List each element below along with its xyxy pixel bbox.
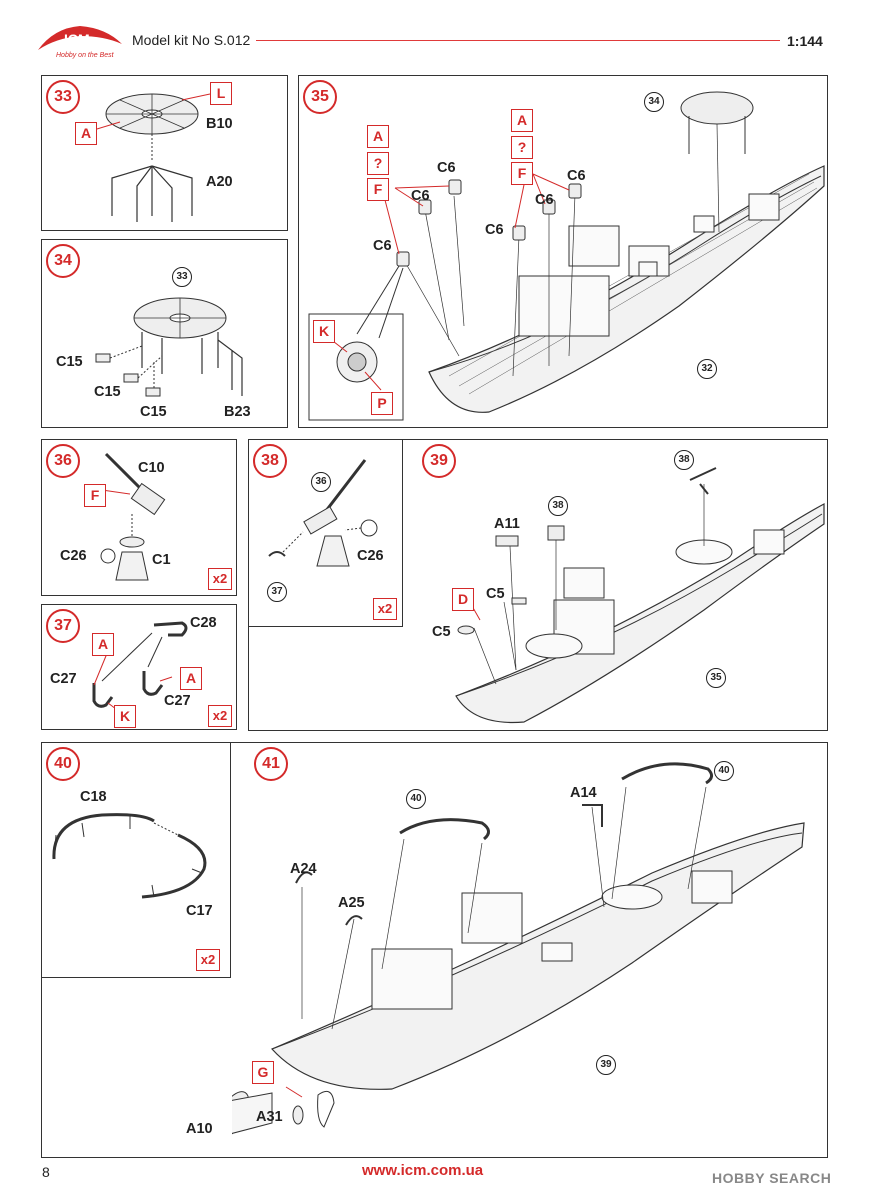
page-number: 8 — [42, 1164, 50, 1180]
ref-step: 36 — [311, 472, 331, 492]
tag-question: ? — [367, 152, 389, 175]
ref-step: 34 — [644, 92, 664, 112]
step-41-content: 41 40 40 39 A14 A24 — [186, 743, 827, 1157]
step-41-panel — [41, 742, 828, 1158]
part-label: A31 — [256, 1109, 283, 1125]
tag-F: F — [511, 162, 533, 185]
part-label: C17 — [186, 903, 213, 919]
step-39-content: 39 38 38 35 A11 D C5 C5 — [404, 440, 827, 730]
part-label: C5 — [432, 624, 451, 640]
step-number: 38 — [253, 444, 287, 478]
part-label: C5 — [486, 586, 505, 602]
part-label: A11 — [494, 516, 520, 532]
hull-with-guns-drawing — [455, 467, 825, 724]
tag-K: K — [313, 320, 335, 343]
tag-A: A — [511, 109, 533, 132]
tag-F: F — [367, 178, 389, 201]
gun-on-cradle-drawing — [268, 459, 378, 567]
tag-A: A — [367, 125, 389, 148]
multiplier-badge: x2 — [208, 568, 232, 590]
part-label: C6 — [485, 222, 504, 238]
step-34-panel: 34 33 C15 C15 C15 B23 — [41, 239, 288, 428]
part-label: C6 — [567, 168, 586, 184]
part-label: A10 — [186, 1121, 213, 1137]
ref-step: 40 — [406, 789, 426, 809]
step-number: 40 — [46, 747, 80, 781]
step-number: 39 — [422, 444, 456, 478]
part-label: C15 — [94, 384, 121, 400]
platform-drawing — [86, 93, 211, 222]
watermark: HOBBY SEARCH — [712, 1170, 832, 1186]
part-label: A14 — [570, 785, 597, 801]
part-label: C10 — [138, 460, 165, 476]
tag-L: L — [210, 82, 232, 105]
step-number: 35 — [303, 80, 337, 114]
part-label: C6 — [535, 192, 554, 208]
part-label: C28 — [190, 615, 217, 631]
step-33-panel: 33 L A B10 A20 — [41, 75, 288, 231]
step-number: 33 — [46, 80, 80, 114]
part-label: B10 — [206, 116, 233, 132]
rail-drawing — [52, 813, 207, 899]
tag-A: A — [75, 122, 97, 145]
gun-drawing — [100, 452, 166, 581]
ref-step: 33 — [172, 267, 192, 287]
ref-step: 40 — [714, 761, 734, 781]
step-number: 37 — [46, 609, 80, 643]
cradle-drawing — [92, 621, 188, 710]
part-label: C27 — [50, 671, 77, 687]
tag-G: G — [252, 1061, 274, 1084]
multiplier-badge: x2 — [373, 598, 397, 620]
icm-logo: ICM Hobby on the Best — [34, 22, 126, 70]
footer-url[interactable]: www.icm.com.ua — [362, 1162, 484, 1179]
part-label: C27 — [164, 693, 191, 709]
part-label: C26 — [357, 548, 384, 564]
platform-assembly-drawing — [95, 297, 243, 397]
header-rule — [256, 40, 780, 41]
ref-step: 35 — [706, 668, 726, 688]
step-number: 36 — [46, 444, 80, 478]
step-35-panel: 35 — [298, 75, 828, 428]
tag-K: K — [114, 705, 136, 728]
ref-step: 37 — [267, 582, 287, 602]
part-label: C26 — [60, 548, 87, 564]
hull-with-rails-drawing — [232, 762, 805, 1139]
part-label: C1 — [152, 552, 171, 568]
part-label: C6 — [411, 188, 430, 204]
part-label: C6 — [437, 160, 456, 176]
step-38-panel: 38 36 37 C26 x2 — [248, 439, 403, 627]
scale-label: 1:144 — [787, 33, 823, 49]
tag-question: ? — [511, 136, 533, 159]
part-label: A24 — [290, 861, 317, 877]
step-36-panel: 36 C10 F C26 C1 x2 — [41, 439, 237, 596]
ref-step: 38 — [548, 496, 568, 516]
part-label: C15 — [56, 354, 83, 370]
step-39-panel-bottom — [248, 626, 828, 731]
step-37-panel: 37 C28 A C27 A C27 K x2 — [41, 604, 237, 730]
tag-D: D — [452, 588, 474, 611]
step-number: 41 — [254, 747, 288, 781]
tag-P: P — [371, 392, 393, 415]
step-number: 34 — [46, 244, 80, 278]
part-label: B23 — [224, 404, 251, 420]
part-label: C15 — [140, 404, 167, 420]
multiplier-badge: x2 — [196, 949, 220, 971]
part-label: C18 — [80, 789, 107, 805]
svg-text:ICM: ICM — [64, 31, 90, 47]
ref-step: 32 — [697, 359, 717, 379]
step-40-panel: 40 C18 C17 x2 — [41, 742, 231, 978]
tag-A: A — [92, 633, 114, 656]
model-kit-number: Model kit No S.012 — [132, 32, 251, 48]
ref-step: 39 — [596, 1055, 616, 1075]
tag-F: F — [84, 484, 106, 507]
ref-step: 38 — [674, 450, 694, 470]
step-39-panel-frame — [403, 439, 828, 627]
logo-tagline: Hobby on the Best — [56, 52, 114, 59]
part-label: A20 — [206, 174, 233, 190]
part-label: C6 — [373, 238, 392, 254]
multiplier-badge: x2 — [208, 705, 232, 727]
tag-A: A — [180, 667, 202, 690]
part-label: A25 — [338, 895, 365, 911]
